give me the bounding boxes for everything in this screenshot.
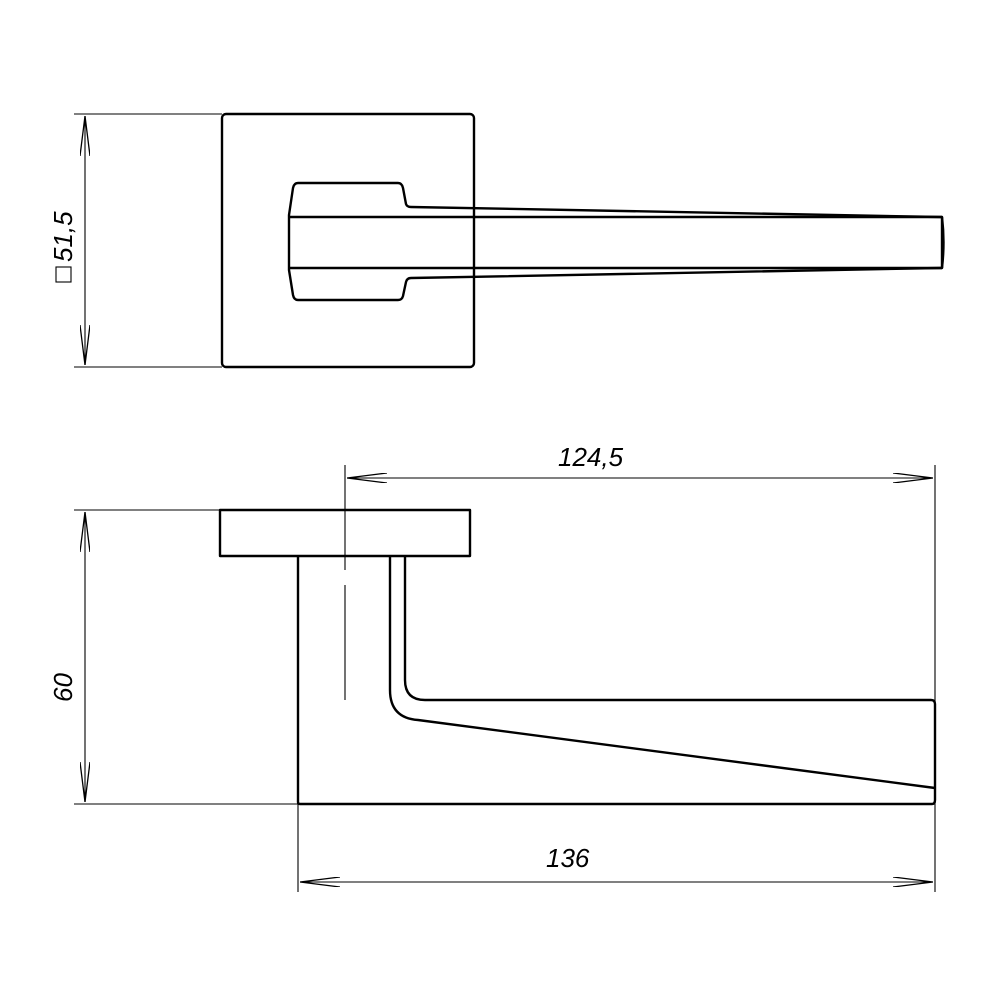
dimension-label-60: 60 <box>48 673 78 702</box>
lever-side-outer <box>296 556 937 806</box>
rosette-front <box>220 112 476 369</box>
dimension-height: 60 <box>48 509 298 805</box>
dimension-label-124-5: 124,5 <box>558 442 624 472</box>
square-symbol-icon <box>55 266 72 283</box>
lever-bar-edges <box>289 215 945 270</box>
dimension-label-51-5: 51,5 <box>48 211 78 262</box>
dimension-lever-projection: 124,5 <box>347 442 936 892</box>
lever-base-block <box>287 181 944 302</box>
side-view <box>218 465 937 806</box>
dimension-overall-length: 136 <box>297 804 933 892</box>
dimension-rosette-square: 51,5 <box>48 113 222 368</box>
dimension-label-136: 136 <box>546 843 590 873</box>
lever-side-inner <box>388 556 936 790</box>
top-view <box>220 112 945 369</box>
